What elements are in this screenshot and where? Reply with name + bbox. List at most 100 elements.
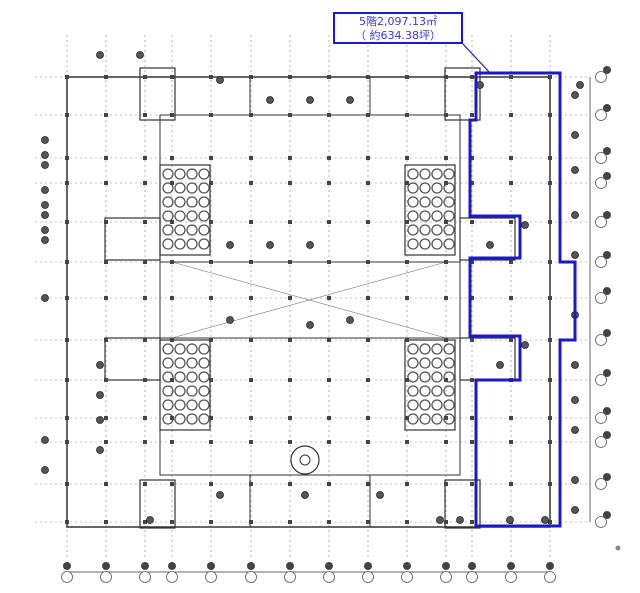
column xyxy=(366,220,370,224)
column xyxy=(470,338,474,342)
column xyxy=(548,338,552,342)
toilet-fixture xyxy=(407,343,419,355)
column xyxy=(143,156,147,160)
column xyxy=(170,181,174,185)
core xyxy=(459,217,516,261)
column xyxy=(104,181,108,185)
grid-axis-bubble-icon xyxy=(61,571,73,583)
sprinkler-icon xyxy=(306,321,314,329)
toilet-fixture xyxy=(419,343,431,355)
toilet-fixture xyxy=(443,357,455,369)
sprinkler-icon xyxy=(96,391,104,399)
column xyxy=(65,440,69,444)
toilet-fixture xyxy=(162,210,174,222)
toilet-fixture xyxy=(174,196,186,208)
axis-marker-icon xyxy=(603,211,611,219)
column xyxy=(405,482,409,486)
column xyxy=(170,338,174,342)
column xyxy=(509,75,513,79)
grid-axis-bubble-icon xyxy=(544,571,556,583)
area-label: 5階2,097.13㎡ （ 約634.38坪） xyxy=(333,12,463,44)
toilet-fixture xyxy=(186,413,198,425)
grid-axis-bubble-icon xyxy=(595,374,607,386)
column xyxy=(548,378,552,382)
column xyxy=(104,338,108,342)
toilet-fixture xyxy=(431,413,443,425)
column xyxy=(405,156,409,160)
column xyxy=(65,520,69,524)
column xyxy=(249,260,253,264)
toilet-fixture xyxy=(186,371,198,383)
column xyxy=(366,113,370,117)
toilet-fixture xyxy=(186,210,198,222)
toilet-fixture xyxy=(174,371,186,383)
column xyxy=(509,440,513,444)
sprinkler-icon xyxy=(576,81,584,89)
column xyxy=(65,75,69,79)
sprinkler-icon xyxy=(456,516,464,524)
toilet-fixture xyxy=(198,385,210,397)
axis-marker-icon xyxy=(603,369,611,377)
toilet-fixture xyxy=(174,413,186,425)
column xyxy=(288,220,292,224)
column xyxy=(548,520,552,524)
toilet-fixture xyxy=(162,168,174,180)
sprinkler-icon xyxy=(306,96,314,104)
sprinkler-icon xyxy=(41,161,49,169)
grid-axis-bubble-icon xyxy=(595,334,607,346)
column xyxy=(288,113,292,117)
column xyxy=(509,220,513,224)
toilet-fixture xyxy=(419,210,431,222)
column xyxy=(143,416,147,420)
column xyxy=(548,113,552,117)
toilet-fixture xyxy=(419,413,431,425)
highlighted-area-outline xyxy=(468,71,577,528)
column xyxy=(548,260,552,264)
label-leader-line xyxy=(462,43,491,74)
toilet-fixture xyxy=(162,385,174,397)
column xyxy=(143,520,147,524)
toilet-fixture xyxy=(198,182,210,194)
column xyxy=(405,520,409,524)
grid-axis-bubble-icon xyxy=(100,571,112,583)
toilet-fixture xyxy=(162,357,174,369)
toilet-fixture xyxy=(174,168,186,180)
core xyxy=(444,479,481,529)
toilet-fixture xyxy=(162,224,174,236)
column xyxy=(509,260,513,264)
grid-axis-bubble-icon xyxy=(595,216,607,228)
toilet-fixture xyxy=(407,210,419,222)
column xyxy=(65,113,69,117)
column xyxy=(509,296,513,300)
axis-marker-icon xyxy=(603,251,611,259)
outer-wall xyxy=(66,76,551,528)
spiral-stair-icon xyxy=(299,454,311,466)
column xyxy=(249,440,253,444)
column xyxy=(470,75,474,79)
sprinkler-icon xyxy=(41,226,49,234)
toilet-fixture xyxy=(443,385,455,397)
column xyxy=(470,296,474,300)
column xyxy=(288,296,292,300)
column xyxy=(170,482,174,486)
toilet-fixture xyxy=(174,238,186,250)
column xyxy=(209,260,213,264)
toilet-fixture xyxy=(443,238,455,250)
column xyxy=(470,260,474,264)
toilet-fixture xyxy=(186,224,198,236)
column xyxy=(327,75,331,79)
grid-axis-bubble-icon xyxy=(595,71,607,83)
column xyxy=(249,520,253,524)
core xyxy=(459,337,516,381)
column xyxy=(444,75,448,79)
axis-marker-icon xyxy=(507,562,515,570)
axis-marker-icon xyxy=(168,562,176,570)
grid-axis-bubble-icon xyxy=(205,571,217,583)
column xyxy=(104,482,108,486)
toilet-fixture xyxy=(419,357,431,369)
column xyxy=(104,296,108,300)
column xyxy=(444,482,448,486)
column xyxy=(405,416,409,420)
column xyxy=(170,260,174,264)
column xyxy=(209,378,213,382)
